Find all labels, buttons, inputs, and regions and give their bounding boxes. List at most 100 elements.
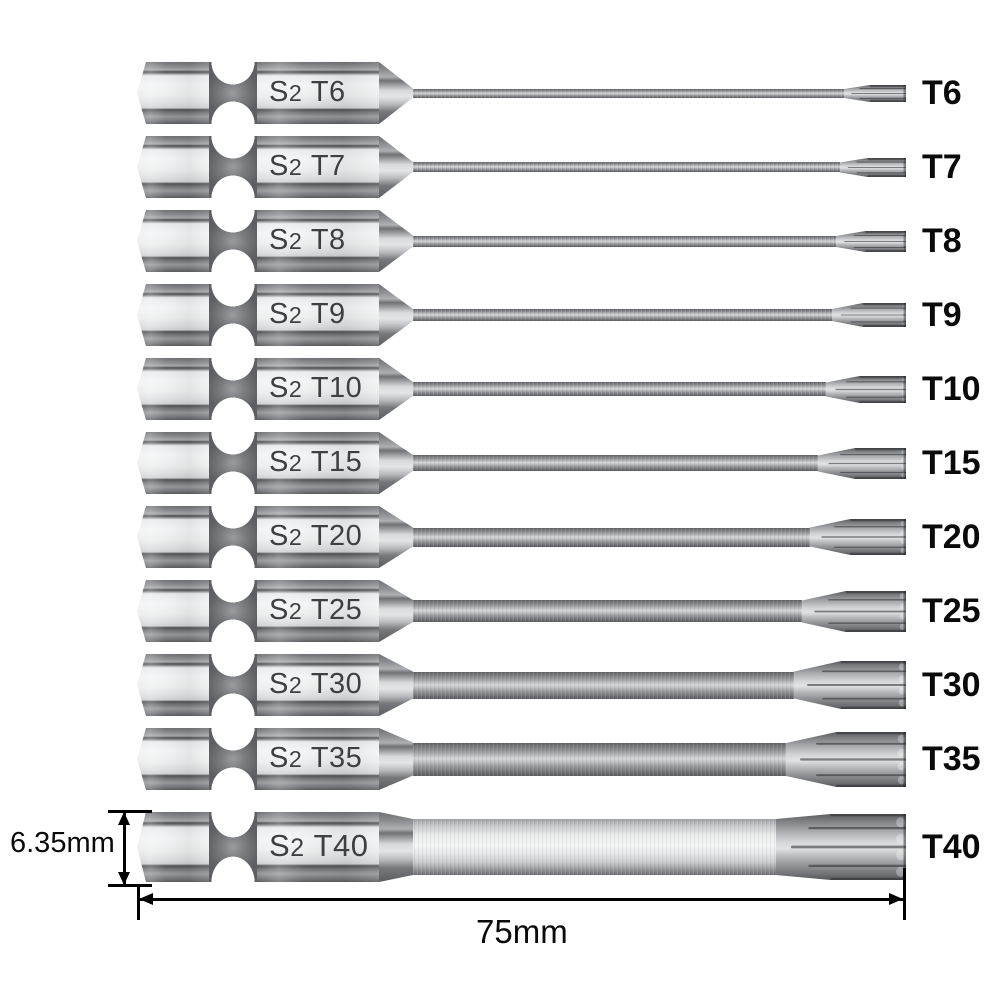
imprint-material-sub: 2 — [288, 375, 303, 402]
length-extension-right — [903, 868, 906, 920]
hex-shank-left — [137, 62, 209, 124]
retention-groove — [209, 210, 257, 272]
imprint-material-sub: 2 — [288, 301, 303, 328]
retention-groove — [209, 654, 257, 716]
round-shank — [413, 527, 810, 547]
bit-size-label: T10 — [922, 370, 981, 408]
hex-shank-left — [137, 580, 209, 642]
bit-imprint: S2 T10 — [269, 372, 362, 405]
imprint-material: S — [269, 297, 289, 330]
imprint-material-sub: 2 — [288, 523, 303, 550]
shank-taper — [379, 728, 413, 790]
shank-diameter-label: 6.35mm — [10, 827, 115, 859]
bit-size-label: T25 — [922, 592, 981, 630]
imprint-plate — [257, 136, 379, 198]
bit-imprint: S2 T25 — [269, 594, 362, 627]
bit-size-label: T9 — [922, 296, 962, 334]
bit-row: S2 T7 T7 — [0, 136, 1001, 198]
imprint-material-sub: 2 — [288, 597, 303, 624]
hex-shank-left — [137, 812, 209, 882]
hex-shank-left — [137, 506, 209, 568]
round-shank — [413, 600, 802, 622]
length-arrow-left — [139, 893, 153, 905]
round-shank — [413, 671, 794, 699]
retention-groove — [209, 580, 257, 642]
imprint-material-sub: 2 — [288, 449, 303, 476]
round-shank — [413, 162, 840, 172]
imprint-plate — [257, 432, 379, 494]
imprint-material: S — [269, 149, 289, 182]
shank-taper — [379, 210, 413, 272]
retention-groove — [209, 136, 257, 198]
torx-tip — [832, 303, 906, 327]
round-shank — [413, 742, 786, 776]
bit-size-label: T7 — [922, 148, 962, 186]
retention-groove — [209, 812, 257, 882]
bit-imprint: S2 T6 — [269, 76, 346, 109]
imprint-material: S — [269, 371, 289, 404]
imprint-plate — [257, 62, 379, 124]
imprint-plate — [257, 284, 379, 346]
diameter-arrow-down — [118, 872, 130, 885]
length-label: 75mm — [476, 913, 568, 950]
imprint-material: S — [269, 667, 289, 700]
torx-tip — [826, 375, 906, 403]
imprint-plate — [257, 210, 379, 272]
bit-size-label: T6 — [922, 74, 962, 112]
imprint-material-sub: 2 — [288, 153, 303, 180]
imprint-plate — [257, 812, 379, 882]
imprint-material: S — [269, 828, 291, 864]
shank-taper — [379, 284, 413, 346]
diameter-extension-bottom — [108, 884, 152, 887]
diameter-arrow-shaft — [123, 812, 126, 885]
shank-taper — [379, 432, 413, 494]
round-shank — [413, 309, 832, 321]
retention-groove — [209, 358, 257, 420]
bit-size-label: T20 — [922, 518, 981, 556]
imprint-material: S — [269, 445, 289, 478]
imprint-material-sub: 2 — [288, 745, 303, 772]
imprint-material-sub: 2 — [290, 835, 305, 863]
hex-shank-left — [137, 432, 209, 494]
shank-taper — [379, 358, 413, 420]
torx-tip — [794, 661, 906, 709]
length-arrow-shaft — [139, 898, 904, 901]
imprint-size: T25 — [310, 593, 363, 626]
bit-imprint: S2 T30 — [269, 668, 362, 701]
imprint-size: T30 — [310, 667, 363, 700]
imprint-material-sub: 2 — [288, 79, 303, 106]
length-extension-left — [137, 884, 140, 920]
bit-size-label: T35 — [922, 740, 981, 778]
bit-imprint: S2 T9 — [269, 298, 346, 331]
hex-shank-left — [137, 210, 209, 272]
hex-shank-left — [137, 728, 209, 790]
bit-row: S2 T10 T10 — [0, 358, 1001, 420]
bit-size-label: T30 — [922, 666, 981, 704]
bit-imprint: S2 T15 — [269, 446, 362, 479]
length-arrow-right — [889, 893, 903, 905]
retention-groove — [209, 432, 257, 494]
torx-tip — [810, 519, 906, 555]
hex-shank-left — [137, 654, 209, 716]
retention-groove — [209, 506, 257, 568]
imprint-plate — [257, 654, 379, 716]
imprint-size: T40 — [313, 828, 369, 864]
imprint-plate — [257, 580, 379, 642]
bit-imprint: S2 T7 — [269, 150, 346, 183]
torx-tip — [840, 157, 906, 177]
imprint-size: T35 — [310, 741, 363, 774]
imprint-plate — [257, 506, 379, 568]
shank-taper — [379, 136, 413, 198]
torx-tip — [836, 230, 906, 252]
imprint-material: S — [269, 223, 289, 256]
bit-row: S2 T6 T6 — [0, 62, 1001, 124]
torx-tip — [818, 447, 906, 479]
shank-taper — [379, 812, 413, 882]
round-shank — [413, 455, 818, 471]
imprint-plate — [257, 358, 379, 420]
round-shank — [413, 88, 844, 98]
